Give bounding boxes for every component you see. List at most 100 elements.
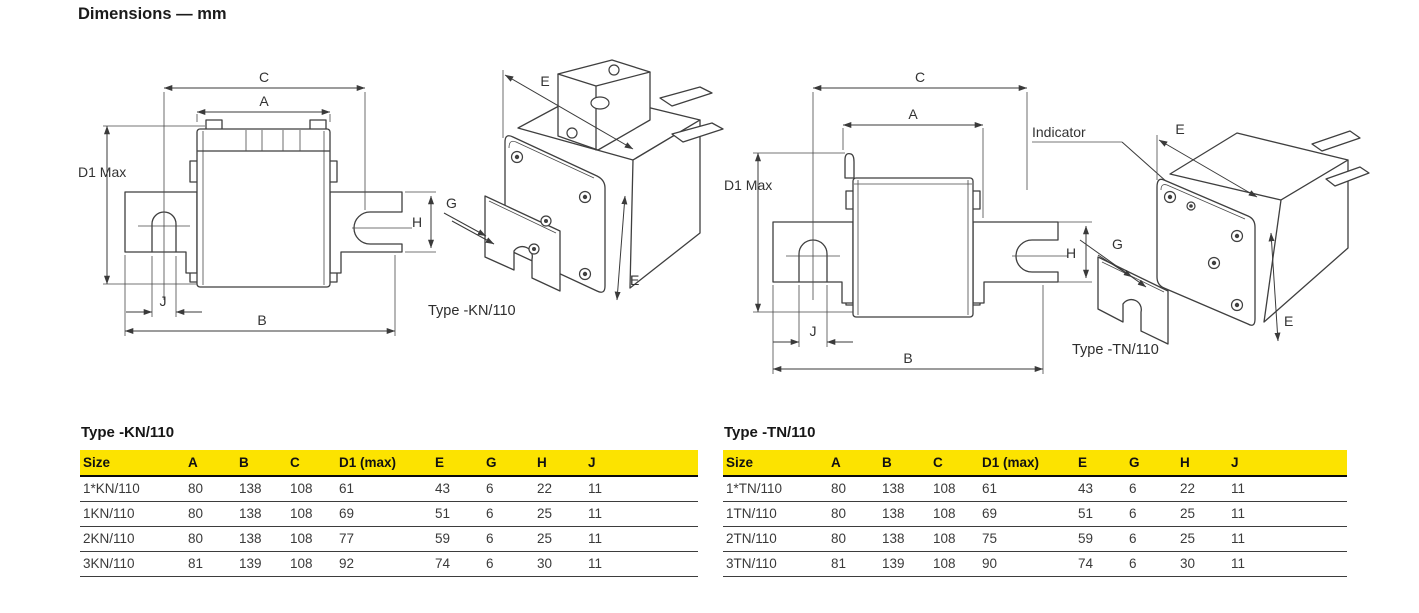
front-fork-blade (1097, 256, 1169, 345)
table-cell: 6 (1126, 476, 1177, 502)
screw-center (582, 194, 588, 200)
dim-g-leader (451, 220, 495, 245)
right-blade (329, 191, 403, 274)
table-cell: 138 (236, 476, 287, 502)
dim-a-extensions (842, 128, 984, 218)
dimension-drawings: C A D1 Max B J H (78, 59, 1370, 374)
column-header: B (236, 450, 287, 477)
dim-label-b: B (257, 312, 266, 328)
dim-label-e-bottom: E (1284, 313, 1293, 329)
table-cell: 25 (1177, 526, 1228, 552)
column-header: D1 (max) (336, 450, 432, 477)
screw-center (1167, 194, 1173, 200)
table-cell: 11 (585, 501, 698, 527)
front-fork-blade (484, 195, 561, 292)
kn-front-view-drawing: C A D1 Max B J H (78, 69, 436, 336)
table-cell: 25 (534, 526, 585, 552)
table-cell: 108 (287, 501, 336, 527)
table-cell: 22 (1177, 476, 1228, 502)
dim-j-extensions (798, 285, 828, 347)
column-header: A (828, 450, 879, 477)
column-header: G (483, 450, 534, 477)
table-cell: 139 (879, 551, 930, 577)
column-header: C (930, 450, 979, 477)
table-cell: 2KN/110 (80, 526, 185, 552)
table-cell: 80 (828, 476, 879, 502)
table-cell: 108 (287, 526, 336, 552)
dim-b-extensions (124, 255, 396, 336)
table-cell: 90 (979, 551, 1075, 577)
column-header: E (1075, 450, 1126, 477)
screw-center (1234, 302, 1240, 308)
body-right-face (629, 119, 701, 289)
table-cell: 30 (1177, 551, 1228, 577)
screw (608, 64, 620, 76)
right-blade (972, 221, 1059, 304)
table-cell: 138 (236, 526, 287, 552)
column-header: H (534, 450, 585, 477)
table-cell: 80 (185, 526, 236, 552)
indicator-label: Indicator (1032, 124, 1086, 140)
screw-center (514, 154, 520, 160)
dim-label-h: H (1066, 245, 1076, 261)
fork-blade-inner-edge (488, 200, 557, 234)
table-cell: 108 (930, 501, 979, 527)
column-header: J (585, 450, 698, 477)
dim-label-c: C (915, 69, 925, 85)
table-cell: 77 (336, 526, 432, 552)
dim-c-extensions (163, 92, 366, 300)
table-cell: 22 (534, 476, 585, 502)
table-cell: 6 (1126, 501, 1177, 527)
screw-center (1234, 233, 1240, 239)
dim-e-top-line (1158, 139, 1258, 198)
table-cell: 51 (432, 501, 483, 527)
table-cell: 11 (1228, 526, 1347, 552)
column-header: Size (723, 450, 828, 477)
fuse-body (852, 177, 974, 318)
screw (566, 127, 578, 139)
table-cell: 69 (336, 501, 432, 527)
table-cell: 80 (828, 501, 879, 527)
column-header: B (879, 450, 930, 477)
screw-center (582, 271, 588, 277)
dim-label-j: J (810, 323, 817, 339)
dim-b-extensions (772, 285, 1044, 374)
body-inner-edges (202, 131, 325, 285)
dim-h-extensions (405, 191, 436, 253)
table-cell: 69 (979, 501, 1075, 527)
table-cell: 81 (185, 551, 236, 577)
front-plate (1156, 178, 1256, 326)
dim-g-leader (1079, 239, 1147, 288)
table-cell: 6 (1126, 551, 1177, 577)
dim-d1-extensions (753, 152, 853, 313)
table-cell: 75 (979, 526, 1075, 552)
table-cell: 6 (483, 526, 534, 552)
table-cell: 30 (534, 551, 585, 577)
column-header: G (1126, 450, 1177, 477)
indicator-button-center (1189, 204, 1193, 208)
screw-center (532, 247, 536, 251)
dim-c-extensions (812, 92, 1028, 300)
dim-label-b: B (903, 350, 912, 366)
dim-g-leader (1097, 254, 1133, 278)
table-cell: 108 (930, 476, 979, 502)
switch-hole (590, 96, 610, 110)
dim-e-top-line (504, 74, 634, 150)
table-cell: 108 (287, 551, 336, 577)
column-header: C (287, 450, 336, 477)
table-cell: 1*KN/110 (80, 476, 185, 502)
dim-label-e-top: E (1175, 121, 1184, 137)
body-inner-edges (854, 180, 972, 315)
screw-center (1211, 260, 1217, 266)
dim-e-bottom-line (1268, 232, 1281, 342)
dim-label-g: G (446, 195, 457, 211)
